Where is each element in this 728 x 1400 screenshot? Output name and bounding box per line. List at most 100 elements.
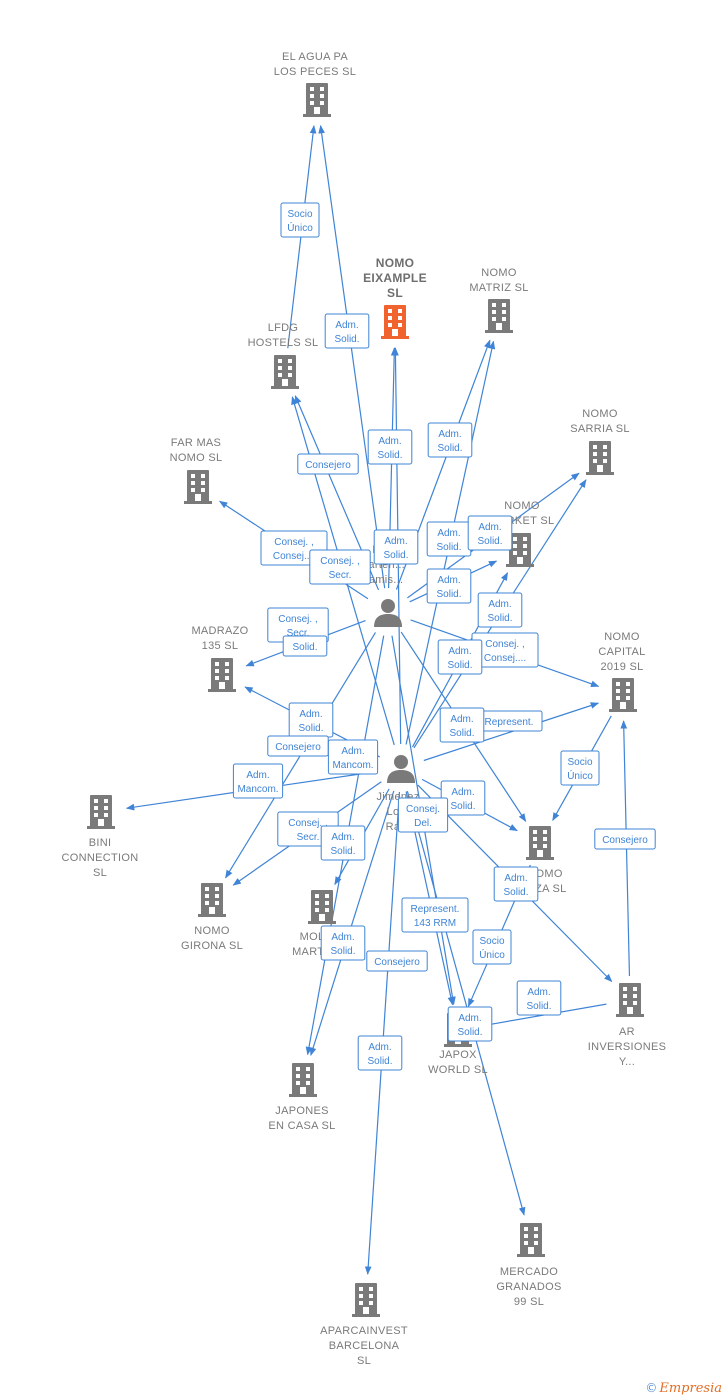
edge-label-text: Represent. — [485, 717, 534, 728]
building-icon — [485, 299, 513, 333]
edge-label-text: Solid. — [457, 1027, 482, 1038]
node-arinv[interactable]: ARINVERSIONESY... — [588, 983, 667, 1068]
edge-label-text: Mancom. — [237, 784, 278, 795]
edge-label[interactable]: Adm. Solid. — [324, 313, 370, 349]
edge-label[interactable]: Adm.Solid. — [367, 429, 413, 465]
edge-label-box — [320, 825, 366, 861]
edge-label[interactable]: Represent. 143 RRM — [401, 897, 469, 933]
edge-label[interactable]: Adm.Solid. — [320, 825, 366, 861]
edge-label[interactable]: Adm. Solid. — [467, 515, 513, 551]
edge-label-text: Adm. — [335, 320, 358, 331]
edge-label-box — [282, 635, 328, 657]
edge-label[interactable]: Adm.Solid. — [357, 1035, 403, 1071]
edge-label[interactable]: Adm.Solid. — [440, 780, 486, 816]
node-label: BINI — [89, 837, 112, 849]
edge-label[interactable]: Adm.Solid. — [426, 521, 472, 557]
edge-label-text: Solid. — [503, 887, 528, 898]
edge-label[interactable]: Adm.Solid. — [447, 1006, 493, 1042]
edge-label[interactable]: Solid. — [282, 635, 328, 657]
edge-p2-to-mercado — [406, 790, 526, 1216]
edge-label-text: Consejero — [602, 835, 648, 846]
edge-label-text: Consej. , — [288, 818, 327, 829]
node-label: SARRIA SL — [570, 423, 630, 435]
node-label: Camis... — [361, 574, 404, 586]
edge-label-text: Solid. — [449, 728, 474, 739]
edge-label[interactable]: Adm.Solid. — [288, 702, 334, 738]
edge-label-text: Represent. — [411, 904, 460, 915]
node-label: LFDG — [268, 322, 299, 334]
building-icon — [87, 795, 115, 829]
edge-label[interactable]: Adm.Mancom. — [327, 739, 379, 775]
edge-label-text: Solid. — [526, 1001, 551, 1012]
edge-label-text: Socio — [287, 209, 312, 220]
edge-label-box — [232, 763, 284, 799]
edge-label[interactable]: Adm.Solid. — [437, 639, 483, 675]
node-label: EL AGUA PA — [282, 51, 348, 63]
node-label: 2019 SL — [600, 661, 643, 673]
edge-label[interactable]: Consejero — [267, 735, 329, 757]
building-icon — [381, 305, 409, 339]
node-label: NOMO — [504, 500, 540, 512]
edge-label-text: Secr. — [297, 832, 320, 843]
edge-p2-to-aparca — [364, 791, 401, 1275]
edge-label-text: Adm. — [478, 522, 501, 533]
edge-label[interactable]: Adm.Solid. — [373, 529, 419, 565]
edge-label[interactable]: Consejero — [594, 828, 656, 850]
node-label: AR — [619, 1026, 635, 1038]
edge-label[interactable]: Adm.Solid. — [427, 422, 473, 458]
edge-label[interactable]: Adm.Solid. — [477, 592, 523, 628]
edge-label-text: Solid. — [292, 642, 317, 653]
edge-label[interactable]: Adm.Solid. — [516, 980, 562, 1016]
edge-label-box — [447, 1006, 493, 1042]
edge-label-text: Solid. — [383, 550, 408, 561]
edge-label[interactable]: Adm.Solid. — [320, 925, 366, 961]
edge-label-text: 143 RRM — [414, 918, 456, 929]
edge-label-text: Solid. — [436, 542, 461, 553]
edge-label[interactable]: Adm.Solid. — [426, 568, 472, 604]
edge-label[interactable]: Adm.Solid. — [439, 707, 485, 743]
edge-label-text: Solid. — [334, 334, 359, 345]
edge-label[interactable]: Consej.Del. — [397, 797, 449, 833]
node-label: SL — [93, 867, 107, 879]
edge-label-text: Mancom. — [332, 760, 373, 771]
node-label: NOMO SL — [170, 452, 223, 464]
edge-label[interactable]: Adm.Mancom. — [232, 763, 284, 799]
edge-label-text: Adm. — [488, 599, 511, 610]
node-label: LOS PECES SL — [274, 66, 356, 78]
edge-label[interactable]: Consej. ,Secr. — [267, 607, 329, 643]
node-label: BARCELONA — [329, 1340, 400, 1352]
building-icon — [289, 1063, 317, 1097]
node-agua[interactable]: EL AGUA PA LOS PECES SL — [274, 51, 356, 117]
edge-label-text: Consej. , — [274, 537, 313, 548]
edge-label-text: Consej.... — [273, 551, 315, 562]
edge-label-text: Solid. — [447, 660, 472, 671]
node-label: EN CASA SL — [268, 1120, 335, 1132]
edge-label[interactable]: Adm.Solid. — [493, 866, 539, 902]
edge-label-text: Solid. — [298, 723, 323, 734]
edge-label-box — [280, 202, 320, 238]
edge-label-text: Solid. — [477, 536, 502, 547]
edge-label-box — [516, 980, 562, 1016]
edge-label-text: Socio — [567, 757, 592, 768]
edge-label[interactable]: Represent. — [475, 710, 543, 732]
edge-label[interactable]: Consej. ,Secr. — [309, 549, 371, 585]
edge-label-text: Consej.... — [484, 653, 526, 664]
edge-label[interactable]: Consejero — [297, 453, 359, 475]
edge-label[interactable]: Consejero — [366, 950, 428, 972]
